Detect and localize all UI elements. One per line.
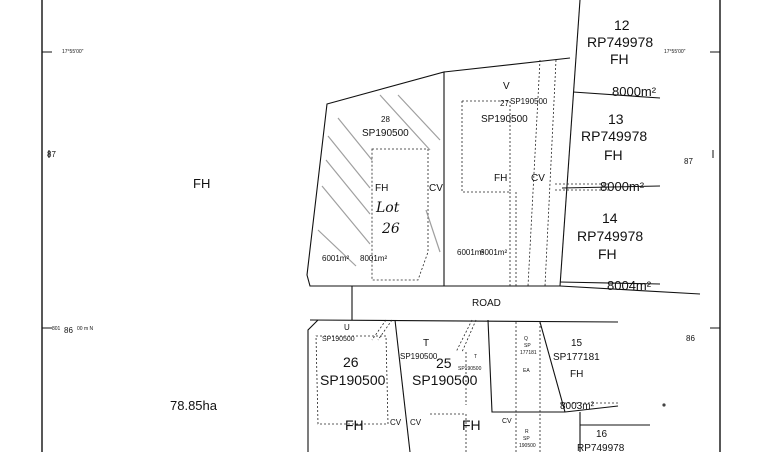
lot-12-area: 8000m² [612, 84, 657, 99]
easement-boundaries [315, 59, 620, 452]
lot-26-tenure: FH [345, 417, 364, 433]
lot-25-number: 25 [436, 355, 452, 371]
lot-27-area-overlap: 6001m² [480, 248, 507, 257]
strip-bottom-sp-label: SP [523, 436, 530, 442]
lot-28-number: 28 [381, 115, 390, 124]
lot-15-tenure: FH [570, 369, 583, 380]
lot-16-plan: RP749978 [577, 443, 625, 452]
northing-value-label: 86 [64, 326, 73, 335]
lot-14-tenure: FH [598, 246, 617, 262]
lot-12-number: 12 [614, 17, 630, 33]
lot-15: 15 SP177181 FH 8003m² [553, 338, 600, 412]
pencil-hatching [317, 94, 441, 267]
strip-bottom-r-label: R [525, 429, 529, 435]
lot-25-small-letter: T [474, 354, 477, 360]
lot-14-area: 8004m² [607, 278, 652, 293]
latitude-label-right: 17°55'00" [664, 49, 686, 55]
lot-15-number: 15 [571, 338, 583, 349]
left-parcel-tenure: FH [193, 176, 210, 191]
parcel-boundaries [306, 0, 701, 452]
strip-ea-label: EA [523, 368, 530, 374]
easting-label-right: 87 [684, 157, 693, 166]
northing-suffix-label: 00 m N [77, 326, 94, 332]
lot-27-number: 27 [500, 99, 509, 108]
lot-14-number: 14 [602, 210, 618, 226]
strip-number-label: 177181 [520, 350, 537, 356]
lot-15-area: 8003m² [560, 401, 595, 412]
road-label: ROAD [472, 298, 501, 309]
survey-mark [662, 403, 666, 407]
lot-12-tenure: FH [610, 51, 629, 67]
northing-prefix-label: 801 [52, 326, 61, 332]
lot-26-number: 26 [343, 354, 359, 370]
lot-26-easement: CV [390, 418, 402, 427]
strip-cv-label: CV [502, 418, 512, 425]
strip-bottom-number-label: 190500 [519, 443, 536, 449]
lot-28-plan: SP190500 [362, 128, 409, 139]
lot-28: 28 SP190500 FH CV Lot 26 6001m² 8001m² [322, 115, 443, 263]
lot-12-plan: RP749978 [587, 34, 653, 50]
lot-28-tenure: FH [375, 183, 388, 194]
lot-25: T SP190500 T SP190500 25 SP190500 FH CV [400, 338, 482, 433]
lot-25-easement-letter: T [423, 338, 429, 349]
lot-25-tenure: FH [462, 417, 481, 433]
lot-28-area-overlap: 8001m² [360, 254, 387, 263]
left-parcel-area: 78.85ha [170, 398, 218, 413]
lot-27: V 27 SP190500 SP190500 FH CV 6001m² 6001… [457, 81, 548, 257]
lot-14-plan: RP749978 [577, 228, 643, 244]
lot-25-plan: SP190500 [412, 372, 478, 388]
lot-26-easement-letter: U [344, 323, 350, 332]
lot-27-easement: CV [531, 173, 545, 184]
strip-sp-label: SP [524, 343, 531, 349]
lot-13: 13 RP749978 FH 8000m² [581, 111, 647, 194]
lot-25-small-plan: SP190500 [458, 366, 482, 372]
map-frame [41, 0, 721, 452]
lot-28-handwritten-lot: Lot [375, 200, 400, 216]
lot-14: 14 RP749978 FH 8004m² [577, 210, 652, 293]
strip-labels: CV Q SP 177181 EA R SP 190500 [502, 336, 537, 449]
lot-27-plan-over: SP190500 [510, 97, 548, 106]
lot-12: 12 RP749978 FH 8000m² [587, 17, 657, 99]
lot-15-plan: SP177181 [553, 352, 600, 363]
lot-13-tenure: FH [604, 147, 623, 163]
lot-25-easement: CV [410, 418, 422, 427]
lot-26-plan: SP190500 [320, 372, 386, 388]
northing-label-right: 86 [686, 334, 695, 343]
lot-28-handwritten-number: 26 [381, 221, 400, 237]
lot-16: 16 RP749978 [577, 429, 625, 452]
lot-13-plan: RP749978 [581, 128, 647, 144]
lot-27-area: 6001m² [457, 248, 484, 257]
strip-q-label: Q [524, 336, 528, 342]
lot-26: U SP190500 26 SP190500 FH CV [320, 323, 402, 433]
lot-27-plan: SP190500 [481, 114, 528, 125]
lot-28-easement: CV [429, 183, 443, 194]
lot-13-area: 8000m² [600, 179, 645, 194]
latitude-label-left: 17°55'00" [62, 49, 84, 55]
lot-25-easement-plan: SP190500 [400, 352, 438, 361]
lot-27-tenure: FH [494, 173, 507, 184]
lot-16-number: 16 [596, 429, 608, 440]
lot-13-number: 13 [608, 111, 624, 127]
lot-27-easement-letter: V [503, 81, 510, 92]
lot-26-easement-plan: SP190500 [322, 336, 355, 343]
lot-28-area: 6001m² [322, 254, 349, 263]
easting-label-left: 87 [47, 150, 56, 159]
